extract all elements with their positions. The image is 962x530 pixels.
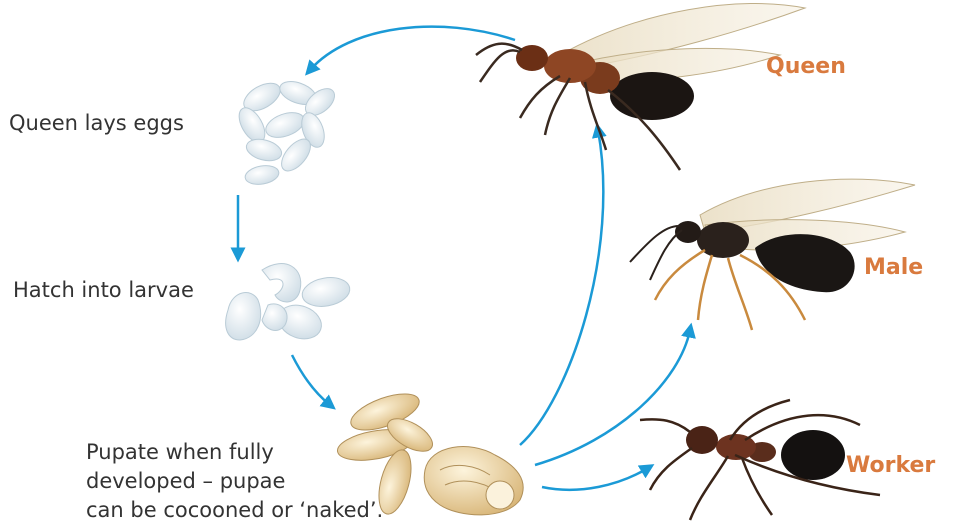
pupae-to-male-arrow — [535, 330, 690, 465]
pupae-step-line-2: developed – pupae — [86, 467, 383, 496]
pupae-to-queen-arrow — [520, 130, 603, 445]
pupae-step-label: Pupate when fully developed – pupae can … — [86, 438, 383, 525]
eggs-illustration — [234, 77, 340, 187]
male-label: Male — [864, 255, 923, 280]
pupae-step-line-1: Pupate when fully — [86, 438, 383, 467]
pupae-step-line-3: can be cocooned or ‘naked’. — [86, 496, 383, 525]
queen-ant-illustration — [476, 3, 805, 170]
eggs-step-label: Queen lays eggs — [9, 109, 184, 137]
worker-ant-illustration — [640, 400, 880, 520]
larvae-step-label: Hatch into larvae — [13, 276, 194, 304]
larvae-illustration — [226, 264, 352, 345]
pupae-to-worker-arrow — [542, 468, 648, 490]
larvae-to-pupae-arrow — [292, 355, 330, 405]
queen-label: Queen — [766, 54, 846, 79]
worker-label: Worker — [846, 453, 935, 478]
